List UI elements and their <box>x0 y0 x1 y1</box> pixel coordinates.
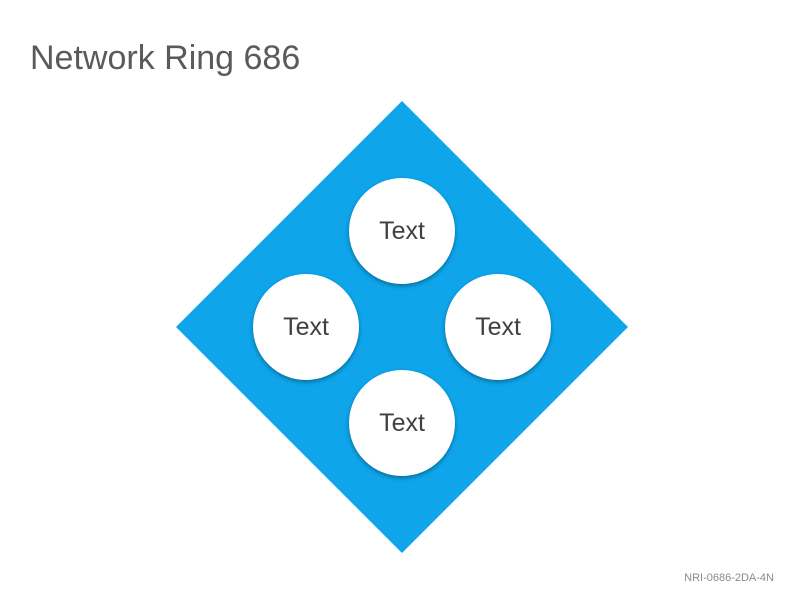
ring-node-top-label: Text <box>379 216 425 245</box>
ring-node-top: Text <box>349 178 455 284</box>
ring-node-left-label: Text <box>283 312 329 341</box>
ring-node-right: Text <box>445 274 551 380</box>
page-title: Network Ring 686 <box>30 39 301 77</box>
ring-node-left: Text <box>253 274 359 380</box>
ring-node-bottom-label: Text <box>379 408 425 437</box>
footer-code: NRI-0686-2DA-4N <box>684 572 774 584</box>
ring-node-right-label: Text <box>475 312 521 341</box>
diamond-background <box>176 101 628 553</box>
ring-node-bottom: Text <box>349 370 455 476</box>
